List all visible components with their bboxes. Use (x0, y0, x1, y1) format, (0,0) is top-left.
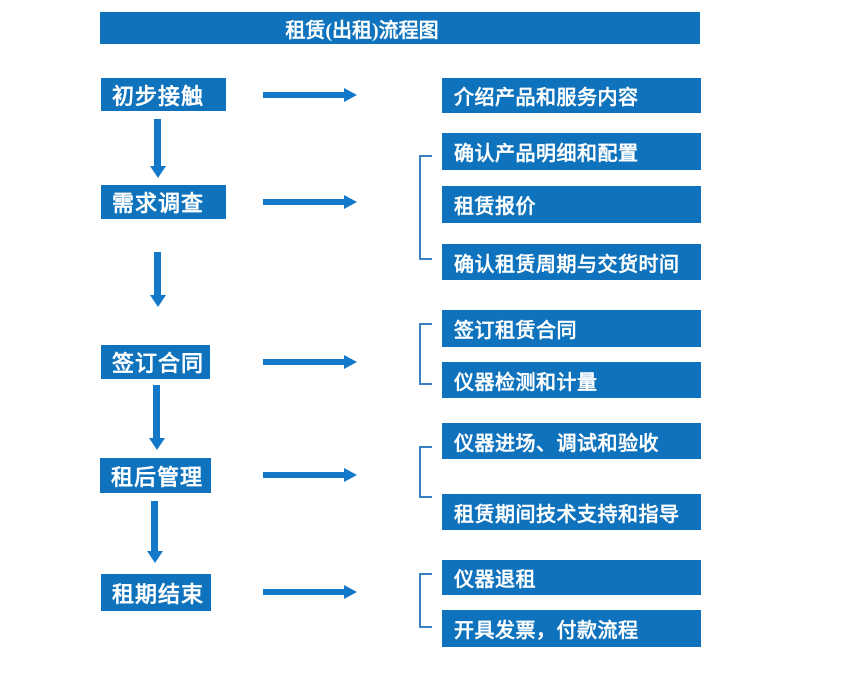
output-box-instrument-testing-metrology: 仪器检测和计量 (442, 362, 701, 398)
group-bracket (419, 573, 432, 628)
output-box-rental-tech-support: 租赁期间技术支持和指导 (442, 494, 701, 530)
down-arrow-icon (151, 501, 158, 551)
output-box-confirm-rental-period-delivery: 确认租赁周期与交货时间 (442, 244, 701, 280)
right-arrow-icon (263, 199, 344, 205)
group-bracket (419, 155, 432, 260)
group-bracket (419, 446, 432, 498)
right-arrow-icon (263, 359, 344, 365)
stage-box-post-rental-management: 租后管理 (100, 458, 211, 493)
group-bracket (419, 323, 432, 385)
output-box-sign-rental-contract: 签订租赁合同 (442, 310, 701, 347)
stage-box-contract-signing: 签订合同 (101, 345, 210, 379)
stage-box-demand-survey: 需求调查 (101, 185, 226, 219)
right-arrow-icon (263, 589, 344, 595)
output-box-confirm-product-details: 确认产品明细和配置 (442, 133, 701, 170)
right-arrow-icon (263, 92, 344, 98)
stage-box-rental-end: 租期结束 (101, 574, 211, 611)
output-box-instrument-return: 仪器退租 (442, 560, 701, 595)
output-box-instrument-setup-acceptance: 仪器进场、调试和验收 (442, 423, 701, 459)
flowchart-title-bar: 租赁(出租)流程图 (100, 12, 700, 44)
output-box-invoice-payment: 开具发票，付款流程 (442, 610, 701, 647)
down-arrow-icon (154, 252, 161, 295)
flowchart-title-text: 租赁(出租)流程图 (285, 19, 439, 42)
stage-box-initial-contact: 初步接触 (101, 78, 226, 111)
right-arrow-icon (263, 472, 344, 478)
down-arrow-icon (154, 119, 161, 166)
down-arrow-icon (153, 385, 160, 438)
output-box-rental-quotation: 租赁报价 (442, 186, 701, 223)
output-box-introduce-products-services: 介绍产品和服务内容 (442, 78, 701, 113)
